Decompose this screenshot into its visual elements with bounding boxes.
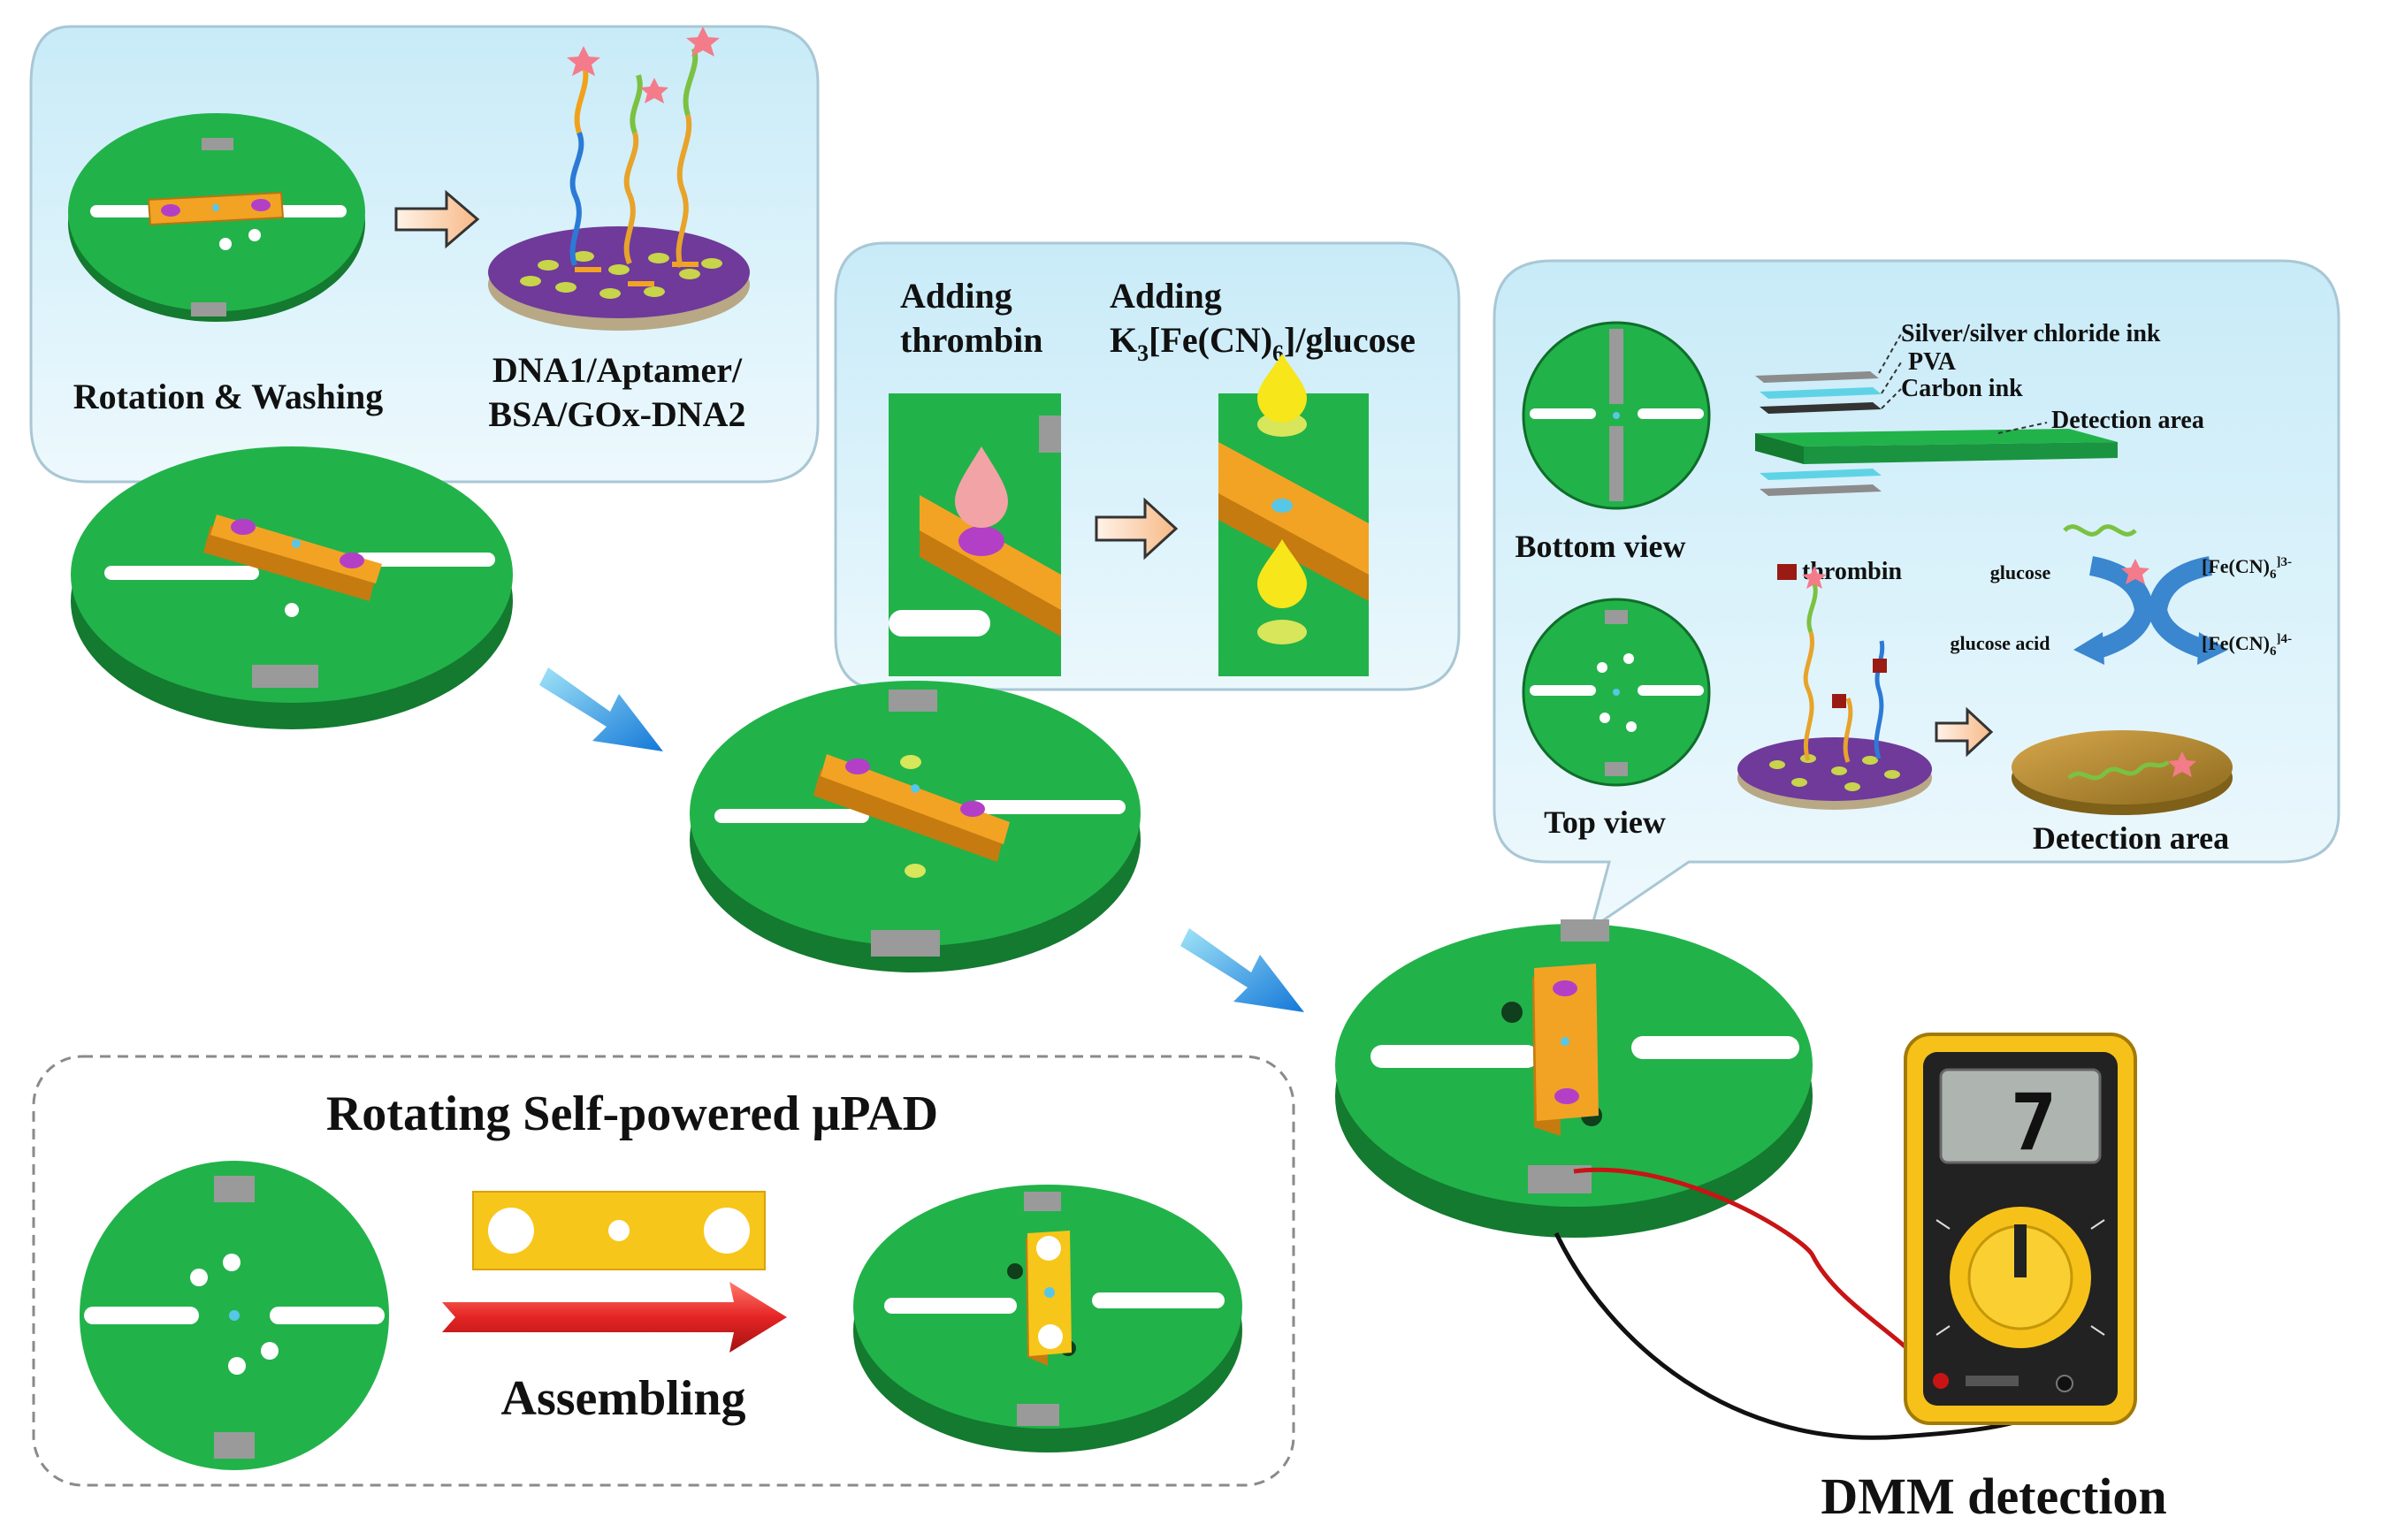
label-detection-area-layer: Detection area xyxy=(2051,407,2204,434)
label-ferrocyanide: [Fe(CN)6]4- xyxy=(2202,632,2292,659)
disc-step-1 xyxy=(71,446,513,729)
flow-arrow-2-icon xyxy=(1180,928,1304,1012)
top-view-disc xyxy=(1522,598,1711,787)
bottom-view-disc xyxy=(1522,321,1711,510)
label-adding-reagent-2: K3[Fe(CN)6]/glucose xyxy=(1110,320,1416,366)
glucose-drop-bottom-icon xyxy=(1257,539,1307,608)
label-carbon-ink: Carbon ink xyxy=(1901,375,2023,402)
thrombin-legend-icon xyxy=(1777,564,1797,580)
flow-arrow-1-icon xyxy=(539,667,663,751)
step-arrow-icon xyxy=(394,189,480,249)
label-detection-area: Detection area xyxy=(2033,820,2229,856)
label-bottom-view: Bottom view xyxy=(1516,529,1686,564)
black-jack-icon xyxy=(2056,1375,2073,1392)
glucose-drop-top-icon xyxy=(1257,354,1307,423)
red-jack-icon xyxy=(1933,1373,1949,1389)
panel-3-bubble: Bottom view Top view xyxy=(1493,259,2340,932)
red-probe-wire xyxy=(1573,1167,1935,1380)
label-rotation-washing: Rotation & Washing xyxy=(73,377,383,416)
disc-step-3 xyxy=(1335,919,1813,1238)
thrombin-drop-icon xyxy=(955,446,1008,528)
step-arrow-2-icon xyxy=(1095,497,1179,560)
label-pva: PVA xyxy=(1908,348,1957,376)
redox-cycle-icon xyxy=(2063,524,2228,665)
label-silver-ink: Silver/silver chloride ink xyxy=(1901,320,2161,347)
washing-disc xyxy=(68,113,365,322)
disc-step-2 xyxy=(690,681,1141,972)
paper-strip-icon xyxy=(472,1191,766,1270)
label-glucose-acid: glucose acid xyxy=(1950,632,2050,654)
label-adding-reagent-1: Adding xyxy=(1110,276,1222,316)
dna-surface-small-icon xyxy=(1737,566,1932,810)
detection-area-disc xyxy=(2012,730,2233,815)
assembly-box: Rotating Self-powered μPAD Assembling xyxy=(32,1055,1295,1487)
unassembled-disc xyxy=(80,1161,389,1470)
thrombin-zoom-view xyxy=(889,393,1061,676)
label-adding-thrombin-1: Adding xyxy=(900,276,1012,316)
label-glucose: glucose xyxy=(1990,561,2051,583)
label-dmm-detection: DMM detection xyxy=(1821,1468,2166,1525)
layer-stack-icon xyxy=(1755,333,2118,496)
step-arrow-3-icon xyxy=(1935,706,1994,758)
assembly-title: Rotating Self-powered μPAD xyxy=(326,1086,938,1141)
panel-1-bubble: Rotation & Washing DNA1/Aptamer/ BSA/GOx… xyxy=(29,25,820,497)
disc-3-strip xyxy=(1532,964,1599,1136)
label-adding-thrombin-2: thrombin xyxy=(900,320,1043,360)
digital-multimeter: 7 xyxy=(1554,1033,2137,1440)
label-top-view: Top view xyxy=(1544,804,1666,840)
assembling-arrow-icon xyxy=(442,1282,787,1353)
meter-display-value: 7 xyxy=(2011,1077,2058,1168)
washing-strip xyxy=(147,191,285,226)
label-assembling: Assembling xyxy=(501,1371,746,1426)
dna-surface-icon xyxy=(488,27,750,331)
assembled-disc xyxy=(853,1185,1242,1452)
reagent-zoom-view xyxy=(1218,354,1369,676)
panel-2-bubble: Adding thrombin Adding K3[Fe(CN)6]/gluco… xyxy=(834,241,1461,736)
label-layers-line2: BSA/GOx-DNA2 xyxy=(488,394,745,434)
label-layers-line1: DNA1/Aptamer/ xyxy=(492,350,743,390)
meter-dial-icon xyxy=(1935,1207,2105,1348)
disc-2-strip xyxy=(813,754,1010,862)
label-ferricyanide: [Fe(CN)6]3- xyxy=(2202,555,2292,582)
disc-1-strip xyxy=(203,515,382,601)
